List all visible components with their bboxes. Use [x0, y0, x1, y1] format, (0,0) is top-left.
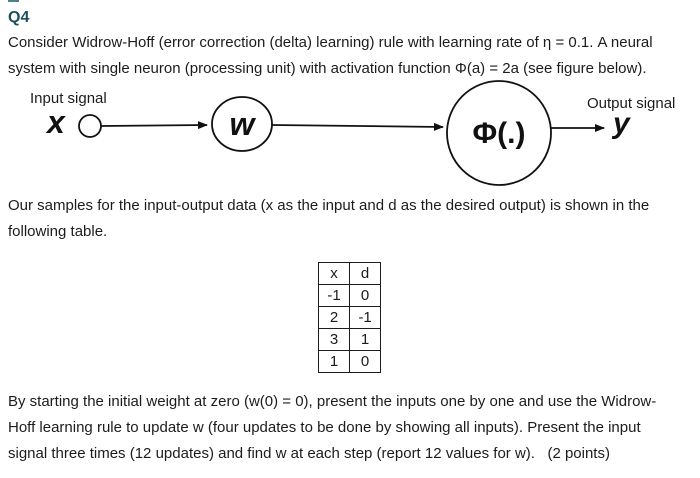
weight-label: w — [230, 106, 257, 142]
question-number-heading: Q4 — [8, 9, 30, 26]
table-cell: 0 — [349, 350, 381, 373]
input-signal-label: Input signal — [30, 90, 107, 107]
paragraph-line: following table. — [8, 223, 108, 240]
activation-function-label: Φ(.) — [473, 117, 526, 150]
table-cell: 3 — [318, 328, 350, 351]
table-row: 2 -1 — [318, 306, 381, 329]
paragraph-line: Hoff learning rule to update w (four upd… — [8, 419, 641, 436]
table-header-d: d — [349, 262, 381, 285]
table-cell: 1 — [349, 328, 381, 351]
table-row: -1 0 — [318, 284, 381, 307]
arrow-weight-to-activation — [271, 122, 444, 131]
table-row: 1 0 — [318, 350, 381, 373]
table-row: 3 1 — [318, 328, 381, 351]
table-cell: 0 — [349, 284, 381, 307]
activation-node-circle — [446, 80, 552, 186]
paragraph-line: By starting the initial weight at zero (… — [8, 393, 657, 410]
input-output-table: x d -1 0 2 -1 3 1 1 0 — [318, 262, 381, 373]
arrow-input-to-weight — [100, 121, 208, 130]
weight-node-circle — [211, 96, 273, 152]
table-cell: 2 — [318, 306, 350, 329]
table-header-row: x d — [318, 262, 381, 285]
output-signal-label: Output signal — [587, 95, 675, 112]
table-cell: 1 — [318, 350, 350, 373]
samples-paragraph: Our samples for the input-output data (x… — [8, 193, 700, 245]
input-node-circle — [78, 114, 102, 138]
question-intro-paragraph: Consider Widrow-Hoff (error correction (… — [8, 30, 700, 82]
neuron-diagram-svg: Input signal x w Φ(.) Output signal y — [30, 80, 675, 186]
paragraph-line: signal three times (12 updates) and find… — [8, 445, 610, 462]
instructions-paragraph: By starting the initial weight at zero (… — [8, 389, 700, 467]
table-cell: -1 — [318, 284, 350, 307]
y-output-label: y — [611, 107, 631, 140]
paragraph-line: Consider Widrow-Hoff (error correction (… — [8, 34, 653, 51]
table-header-x: x — [318, 262, 350, 285]
table-cell: -1 — [349, 306, 381, 329]
paragraph-line: system with single neuron (processing un… — [8, 60, 647, 77]
x-input-label: x — [45, 104, 66, 140]
neuron-diagram: Input signal x w Φ(.) Output signal y — [0, 75, 700, 195]
paragraph-line: Our samples for the input-output data (x… — [8, 197, 650, 214]
cropped-text-fragment — [8, 0, 19, 2]
